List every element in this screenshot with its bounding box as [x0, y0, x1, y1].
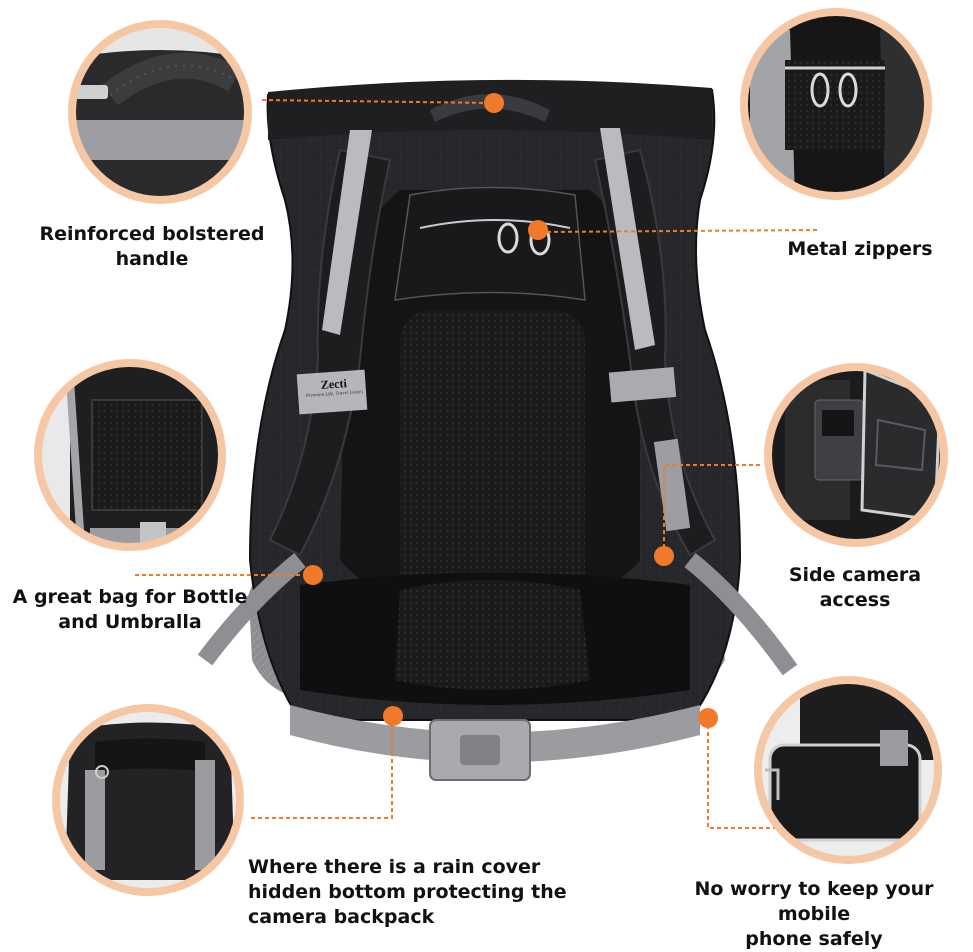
back-mesh-panel [400, 310, 585, 600]
detail-circle-phone [754, 676, 942, 864]
detail-circle-handle [68, 20, 252, 204]
caption-raincover: Where there is a rain cover hidden botto… [248, 856, 567, 928]
callout-dots [303, 93, 718, 728]
callout-lines [135, 99, 821, 829]
caption-zippers: Metal zippers [787, 238, 933, 260]
caption-bottle: A great bag for Bottle and Umbralla [12, 586, 248, 633]
detail-circle-camera [764, 363, 948, 547]
caption-handle: Reinforced bolstered handle [39, 223, 265, 270]
detail-circle-bottle [34, 359, 226, 551]
caption-camera: Side camera access [788, 564, 922, 611]
detail-circle-zippers [740, 8, 932, 200]
brand-logo-tag [296, 369, 368, 415]
main-backpack [197, 79, 798, 781]
buckle [429, 719, 531, 781]
detail-circle-raincover [52, 704, 244, 896]
caption-phone: No worry to keep your mobile phone safel… [694, 878, 934, 950]
